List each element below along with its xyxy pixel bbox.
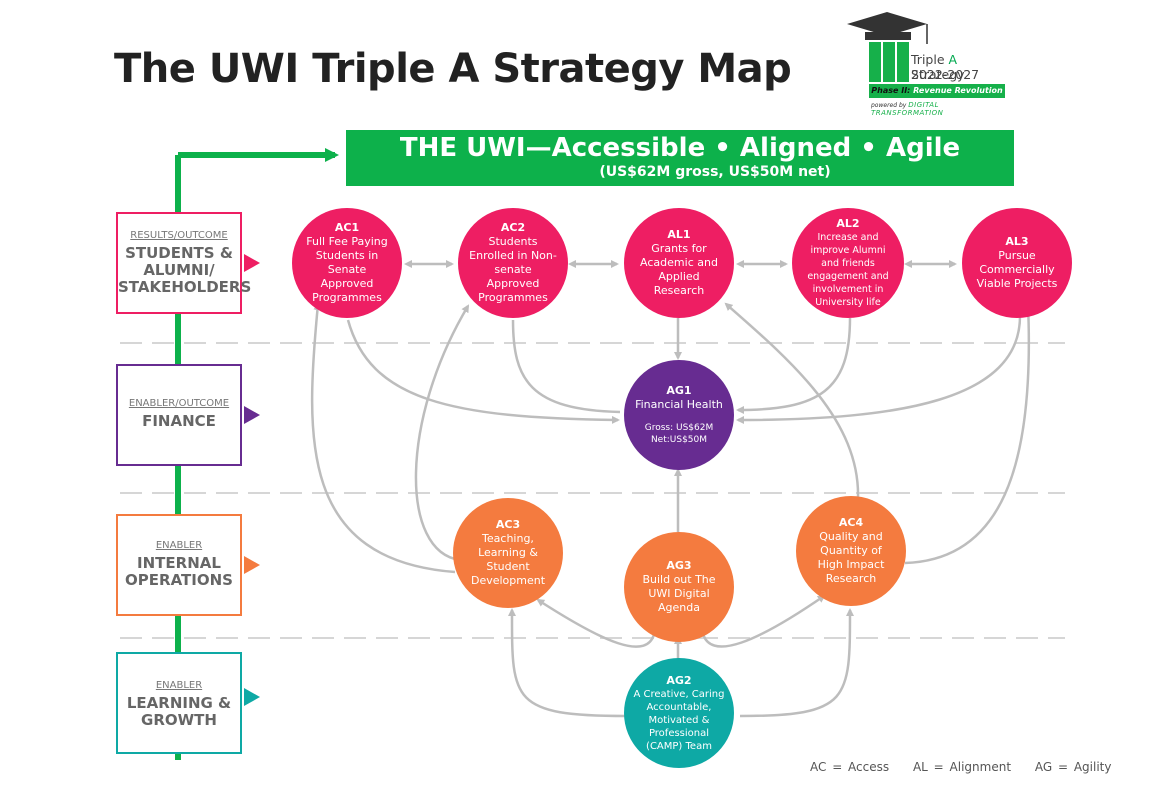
perspective-category: ENABLER <box>155 540 203 551</box>
objective-ac1: AC1 Full Fee Paying Students in Senate A… <box>292 208 402 318</box>
legend-item-alignment: AL = Alignment <box>912 760 1012 774</box>
perspective-name: LEARNING & GROWTH <box>126 694 232 729</box>
perspective-students: RESULTS/OUTCOME STUDENTS & ALUMNI/ STAKE… <box>116 212 252 314</box>
objective-ac2: AC2 Students Enrolled in Non-senate Appr… <box>458 208 568 318</box>
vision-banner: THE UWI—Accessible • Aligned • Agile (US… <box>346 130 1014 186</box>
logo-years: 2022-2027 <box>911 67 980 82</box>
objective-ac4: AC4 Quality and Quantity of High Impact … <box>796 496 906 606</box>
perspective-pointers <box>244 254 260 706</box>
perspective-name: FINANCE <box>142 412 216 430</box>
perspective-name: STUDENTS & ALUMNI/ STAKEHOLDERS <box>118 244 252 296</box>
objective-al1: AL1 Grants for Academic and Applied Rese… <box>624 208 734 318</box>
perspective-category: RESULTS/OUTCOME <box>130 230 228 241</box>
perspective-category: ENABLER/OUTCOME <box>128 398 230 409</box>
logo-powered-by: powered by DIGITAL TRANSFORMATION <box>871 101 944 117</box>
banner-title: THE UWI—Accessible • Aligned • Agile <box>399 133 961 163</box>
logo-title: Triple A Strategy <box>911 52 965 82</box>
triple-a-logo: Triple A Strategy 2022-2027 Phase II: Re… <box>843 10 1013 117</box>
logo-phase-banner: Phase II: Revenue Revolution <box>869 84 1005 98</box>
perspective-name: INTERNAL OPERATIONS <box>125 554 233 589</box>
legend-item-agility: AG = Agility <box>1034 760 1112 774</box>
objective-al2: AL2 Increase and improve Alumni and frie… <box>792 208 904 318</box>
objective-ag1: AG1 Financial Health Gross: US$62M Net:U… <box>624 360 734 470</box>
graduation-cap-icon <box>847 12 928 82</box>
objective-ag2: AG2 A Creative, Caring Accountable, Moti… <box>624 658 734 768</box>
perspective-category: ENABLER <box>155 680 203 691</box>
perspective-finance: ENABLER/OUTCOME FINANCE <box>116 364 242 466</box>
section-dividers <box>120 342 1065 639</box>
objective-al3: AL3 Pursue Commercially Viable Projects <box>962 208 1072 318</box>
legend-item-access: AC = Access <box>810 760 890 774</box>
perspective-internal-operations: ENABLER INTERNAL OPERATIONS <box>116 514 242 616</box>
objective-ac3: AC3 Teaching, Learning & Student Develop… <box>453 498 563 608</box>
legend: AC = Access AL = Alignment AG = Agility <box>810 760 1129 774</box>
banner-subtitle: (US$62M gross, US$50M net) <box>599 164 831 180</box>
page-title: The UWI Triple A Strategy Map <box>114 46 792 92</box>
objective-ag3: AG3 Build out The UWI Digital Agenda <box>624 532 734 642</box>
perspective-learning-growth: ENABLER LEARNING & GROWTH <box>116 652 242 754</box>
